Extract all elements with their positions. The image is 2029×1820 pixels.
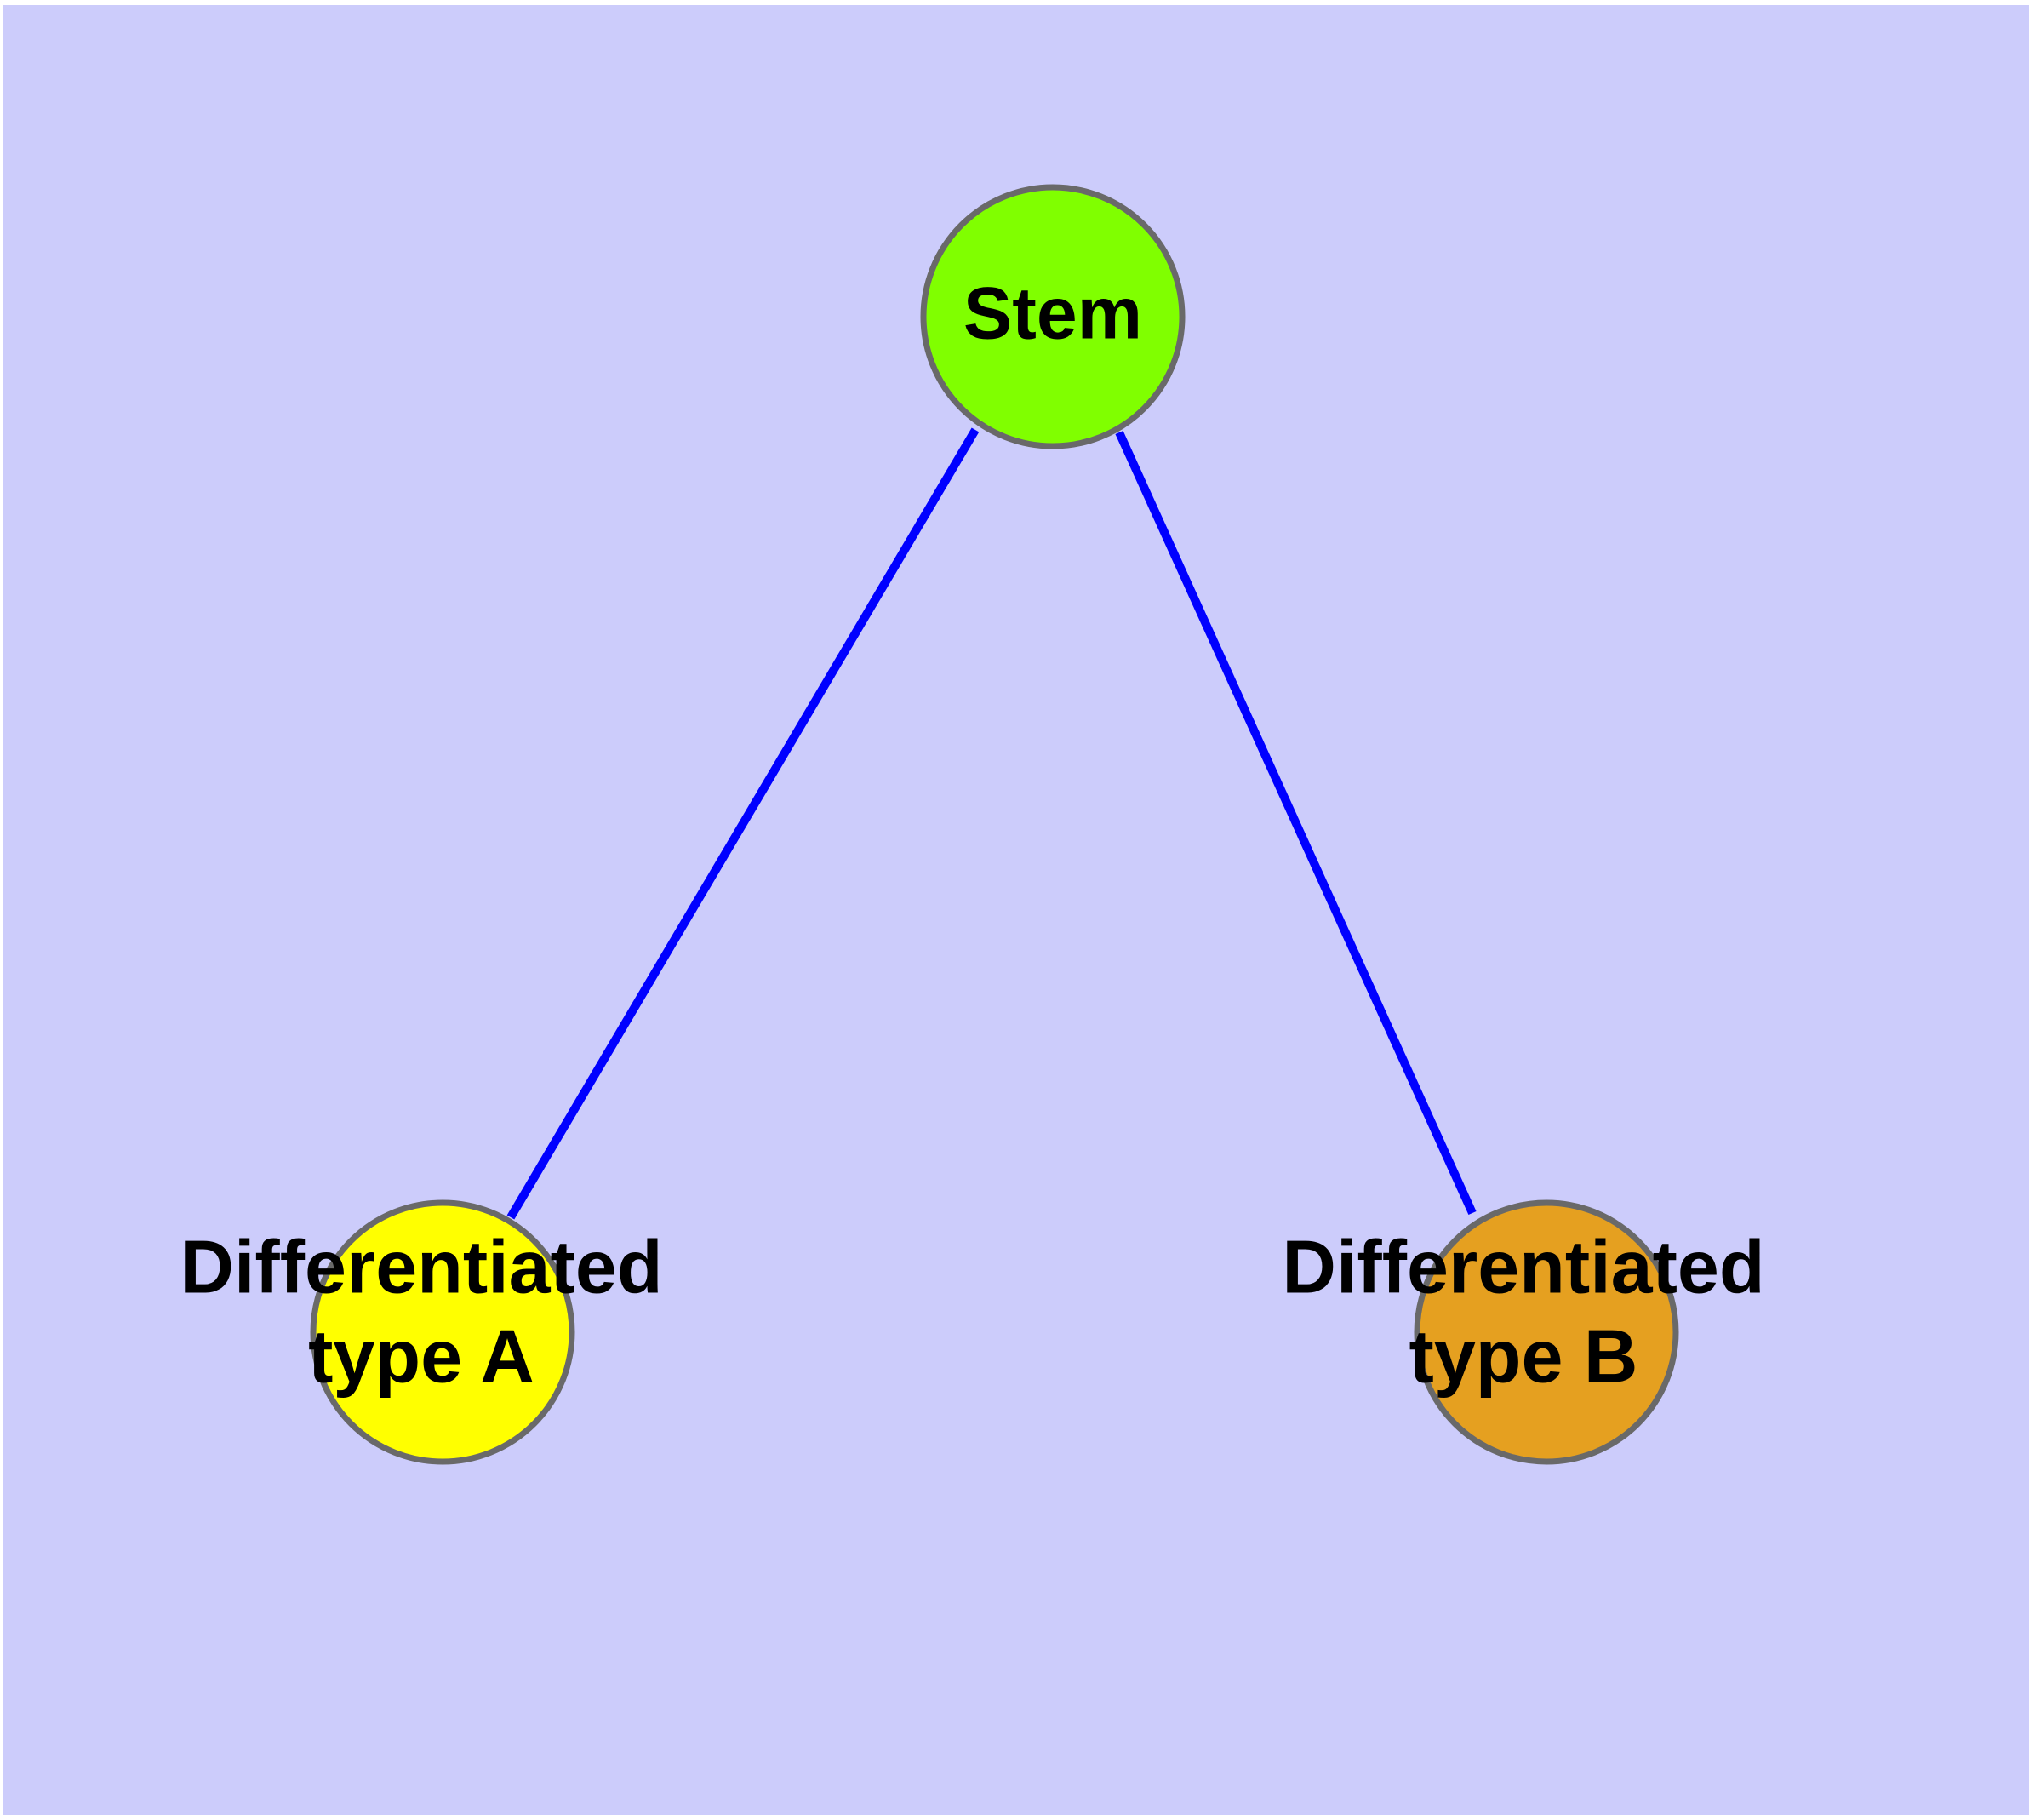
node-stem[interactable] (920, 184, 1186, 449)
edge-layer (506, 427, 1477, 1220)
node-label-differentiated-type-b-line2: type B (1409, 1313, 1638, 1398)
node-differentiated-type-a[interactable] (310, 1199, 575, 1465)
node-label-differentiated-type-a-line2: type A (308, 1313, 534, 1398)
node-layer (310, 184, 1679, 1465)
label-layer: Stem Differentiated type A Differentiate… (180, 273, 1764, 1399)
edge-stem-to-differentiated-type-a[interactable] (506, 427, 980, 1220)
node-differentiated-type-b[interactable] (1414, 1199, 1679, 1465)
node-label-differentiated-type-b-line1: Differentiated (1282, 1224, 1764, 1308)
edge-stem-to-differentiated-type-b[interactable] (1115, 430, 1477, 1216)
node-label-differentiated-type-a-line1: Differentiated (180, 1224, 662, 1308)
node-label-stem: Stem (963, 273, 1142, 355)
